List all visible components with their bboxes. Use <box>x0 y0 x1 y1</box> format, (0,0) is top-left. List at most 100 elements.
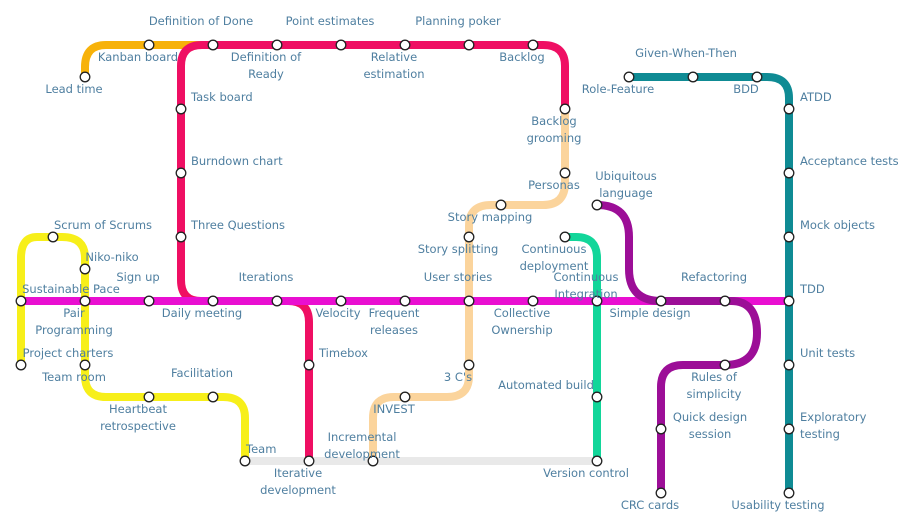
station-timebox[interactable] <box>303 359 315 371</box>
label-role-feature: Role-Feature <box>582 82 654 96</box>
label-acceptance-tests: Acceptance tests <box>800 154 899 168</box>
station-invest[interactable] <box>399 391 411 403</box>
station-sign-up[interactable] <box>143 295 155 307</box>
station-simple-design[interactable] <box>655 295 667 307</box>
station-automated-build[interactable] <box>591 391 603 403</box>
station-burndown-chart[interactable] <box>175 167 187 179</box>
station-bdd[interactable] <box>751 71 763 83</box>
label-sign-up: Sign up <box>116 270 159 284</box>
label-facilitation: Facilitation <box>171 366 233 380</box>
station-collective-ownership[interactable] <box>527 295 539 307</box>
station-pair-programming[interactable] <box>79 295 91 307</box>
label-backlog: Backlog <box>499 50 544 64</box>
station-incremental-development[interactable] <box>367 455 379 467</box>
station-given-when-then[interactable] <box>687 71 699 83</box>
station-kanban-board[interactable] <box>143 39 155 51</box>
station-three-questions[interactable] <box>175 231 187 243</box>
station-sustainable-pace[interactable] <box>15 295 27 307</box>
label-mock-objects: Mock objects <box>800 218 875 232</box>
label-definition-of-done: Definition of Done <box>149 14 253 28</box>
label-point-estimates: Point estimates <box>286 14 375 28</box>
label-scrum-of-scrums: Scrum of Scrums <box>54 218 152 232</box>
label-niko-niko: Niko-niko <box>85 250 138 264</box>
label-unit-tests: Unit tests <box>800 346 855 360</box>
label-velocity: Velocity <box>315 306 360 320</box>
station-story-mapping[interactable] <box>495 199 507 211</box>
station-definition-of-done[interactable] <box>207 39 219 51</box>
station-backlog-grooming[interactable] <box>559 103 571 115</box>
station-acceptance-tests[interactable] <box>783 167 795 179</box>
station-frequent-releases[interactable] <box>399 295 411 307</box>
station-velocity[interactable] <box>335 295 347 307</box>
station-scrum-of-scrums[interactable] <box>47 231 59 243</box>
station-atdd[interactable] <box>783 103 795 115</box>
station-project-charters[interactable] <box>15 359 27 371</box>
label-daily-meeting: Daily meeting <box>162 306 242 320</box>
station-relative-estimation[interactable] <box>399 39 411 51</box>
station-quick-design-session[interactable] <box>655 423 667 435</box>
label-story-splitting: Story splitting <box>418 242 499 256</box>
station-rules-of-simplicity[interactable] <box>719 359 731 371</box>
station-unit-tests[interactable] <box>783 359 795 371</box>
label-invest: INVEST <box>373 402 415 416</box>
label-bdd: BDD <box>733 82 759 96</box>
station-exploratory-testing[interactable] <box>783 423 795 435</box>
station-three-cs[interactable] <box>463 359 475 371</box>
station-team-room[interactable] <box>79 359 91 371</box>
label-sustainable-pace: Sustainable Pace <box>22 282 120 296</box>
station-daily-meeting[interactable] <box>207 295 219 307</box>
station-team[interactable] <box>239 455 251 467</box>
lean-line <box>81 41 217 81</box>
station-refactoring[interactable] <box>719 295 731 307</box>
station-iterations[interactable] <box>271 295 283 307</box>
station-labels: Lead time Kanban board Definition of Don… <box>22 14 899 512</box>
station-lead-time[interactable] <box>79 71 91 83</box>
station-iterative-development[interactable] <box>303 455 315 467</box>
design-line <box>593 201 761 497</box>
label-tdd: TDD <box>799 282 825 296</box>
station-story-splitting[interactable] <box>463 231 475 243</box>
station-personas[interactable] <box>559 167 571 179</box>
station-version-control[interactable] <box>591 455 603 467</box>
station-point-estimates[interactable] <box>335 39 347 51</box>
station-ubiquitous-language[interactable] <box>591 199 603 211</box>
label-project-charters: Project charters <box>23 346 114 360</box>
label-kanban-board: Kanban board <box>98 50 178 64</box>
label-three-questions: Three Questions <box>190 218 285 232</box>
station-role-feature[interactable] <box>623 71 635 83</box>
label-three-cs: 3 C's <box>444 370 472 384</box>
stations <box>15 39 795 499</box>
station-facilitation[interactable] <box>207 391 219 403</box>
station-user-stories[interactable] <box>463 295 475 307</box>
station-heartbeat-retrospective[interactable] <box>143 391 155 403</box>
station-task-board[interactable] <box>175 103 187 115</box>
label-team: Team <box>245 442 276 456</box>
station-continuous-integration[interactable] <box>591 295 603 307</box>
station-tdd[interactable] <box>783 295 795 307</box>
label-iterations: Iterations <box>239 270 294 284</box>
label-automated-build: Automated build <box>498 378 594 392</box>
label-usability-testing: Usability testing <box>731 498 824 512</box>
station-definition-of-ready[interactable] <box>271 39 283 51</box>
label-planning-poker: Planning poker <box>415 14 501 28</box>
label-given-when-then: Given-When-Then <box>635 46 737 60</box>
station-mock-objects[interactable] <box>783 231 795 243</box>
station-usability-testing[interactable] <box>783 487 795 499</box>
station-continuous-deployment[interactable] <box>559 231 571 243</box>
station-backlog[interactable] <box>527 39 539 51</box>
station-niko-niko[interactable] <box>79 263 91 275</box>
station-planning-poker[interactable] <box>463 39 475 51</box>
station-crc-cards[interactable] <box>655 487 667 499</box>
label-refactoring: Refactoring <box>681 270 747 284</box>
